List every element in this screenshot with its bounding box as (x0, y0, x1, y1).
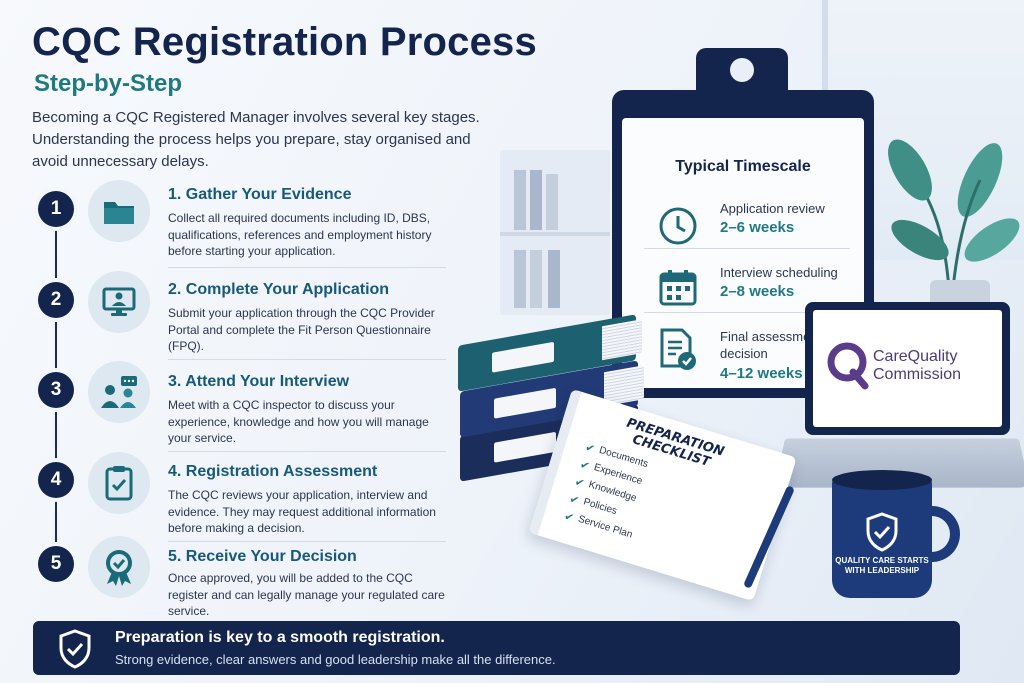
timescale-title: Typical Timescale (675, 158, 811, 175)
shield-check-icon (59, 629, 91, 669)
bottom-banner: Preparation is key to a smooth registrat… (33, 621, 960, 675)
step-title-5: 5. Receive Your Decision (168, 548, 357, 565)
shield-check-icon (866, 512, 898, 552)
step-icon-circle-2 (88, 271, 150, 333)
step-number-1: 1 (38, 191, 74, 227)
step-number-3: 3 (38, 372, 74, 408)
step-title-1: 1. Gather Your Evidence (168, 186, 352, 203)
checklist-item: Service Plan (576, 513, 634, 541)
step-icon-circle-4 (88, 452, 150, 514)
step-number-5: 5 (38, 546, 74, 582)
banner-title: Preparation is key to a smooth registrat… (115, 629, 445, 646)
checklist-item: Policies (581, 496, 619, 518)
mug-handle (918, 506, 960, 562)
timescale-value: 4–12 weeks (720, 365, 803, 382)
cqc-logo-icon (827, 342, 869, 390)
award-badge-icon (106, 550, 132, 586)
mug-rim (832, 470, 932, 490)
step-number-2: 2 (38, 282, 74, 318)
step-description-2: Submit your application through the CQC … (168, 306, 435, 353)
timescale-divider (644, 312, 850, 313)
clipboard-clip (696, 48, 788, 110)
timescale-value: 2–6 weeks (720, 219, 795, 236)
banner-subtitle: Strong evidence, clear answers and good … (115, 652, 556, 667)
timescale-divider (644, 248, 850, 249)
step-description-5: Once approved, you will be added to the … (168, 571, 445, 618)
mug-slogan: QUALITY CARE STARTS WITH LEADERSHIP (835, 556, 929, 575)
laptop-screen: CareQuality Commission (805, 302, 1010, 435)
step-number-4: 4 (38, 462, 74, 498)
clipboard-check-icon (105, 466, 133, 501)
step-title-3: 3. Attend Your Interview (168, 373, 350, 390)
folder-icon (104, 202, 134, 224)
monitor-user-icon (102, 287, 136, 316)
timescale-item-interview-scheduling: Interview scheduling 2–8 weeks (644, 264, 854, 324)
step-divider (168, 359, 446, 360)
check-icon: ✔ (573, 476, 586, 491)
clock-icon (659, 207, 697, 245)
step-divider (168, 451, 446, 452)
bookshelf-background (500, 150, 610, 315)
step-divider (168, 541, 446, 542)
calendar-icon (659, 270, 697, 306)
step-title-2: 2. Complete Your Application (168, 281, 390, 298)
plant-illustration (888, 139, 1020, 310)
people-chat-icon (101, 376, 137, 408)
check-icon: ✔ (568, 493, 581, 508)
timescale-value: 2–8 weeks (720, 283, 795, 300)
step-title-4: 4. Registration Assessment (168, 463, 378, 480)
document-check-icon (660, 328, 696, 370)
laptop-display: CareQuality Commission (813, 310, 1002, 427)
step-divider (168, 267, 446, 268)
step-description-1: Collect all required documents including… (168, 211, 432, 258)
intro-text: Becoming a CQC Registered Manager involv… (32, 109, 480, 170)
timescale-label: Interview scheduling (720, 265, 838, 280)
step-icon-circle-5 (88, 536, 150, 598)
check-icon: ✔ (583, 441, 597, 456)
step-description-3: Meet with a CQC inspector to discuss you… (168, 398, 429, 445)
cqc-brand-text: CareQuality Commission (873, 348, 962, 383)
step-icon-circle-3 (88, 361, 150, 423)
page-subtitle: Step-by-Step (34, 70, 183, 97)
check-icon: ✔ (562, 510, 576, 525)
leadership-mug: QUALITY CARE STARTS WITH LEADERSHIP (832, 476, 932, 598)
timescale-clipboard: Typical Timescale Application review 2–6… (612, 48, 874, 398)
timescale-label: Application review (720, 201, 825, 216)
step-description-4: The CQC reviews your application, interv… (168, 488, 436, 535)
step-icon-circle-1 (88, 180, 150, 242)
timescale-item-application-review: Application review 2–6 weeks (644, 200, 854, 260)
page-title: CQC Registration Process (32, 20, 537, 64)
check-icon: ✔ (578, 458, 591, 474)
